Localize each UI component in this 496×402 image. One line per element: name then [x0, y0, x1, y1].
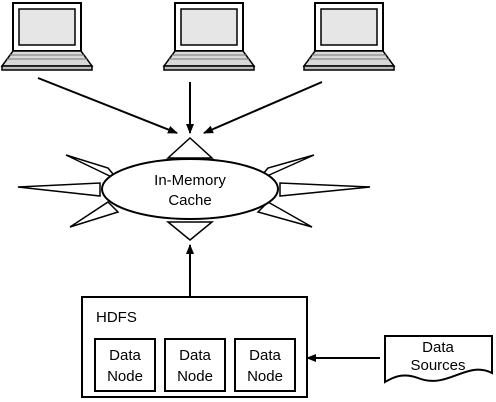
- arrow-laptop3-to-cache: [203, 81, 323, 134]
- cache-label-line2: Cache: [168, 192, 211, 209]
- data-node-label-line2: Node: [247, 368, 283, 385]
- data-node: [164, 338, 226, 392]
- data-node-label-line2: Node: [107, 368, 143, 385]
- laptop-icon: [0, 2, 94, 71]
- hdfs-label: HDFS: [96, 309, 137, 326]
- data-node-label-line1: Data: [109, 347, 141, 364]
- laptop-icon: [302, 2, 396, 71]
- data-node-label-line1: Data: [179, 347, 211, 364]
- data-node: [94, 338, 156, 392]
- data-sources-label-line1: Data: [422, 339, 454, 356]
- arrow-laptop1-to-cache: [37, 77, 178, 134]
- in-memory-cache: [101, 158, 279, 220]
- cache-starburst: [17, 136, 371, 241]
- data-node-label-line1: Data: [249, 347, 281, 364]
- data-sources-document: [384, 335, 493, 384]
- laptop-icon: [162, 2, 256, 71]
- data-sources-label-line2: Sources: [410, 357, 465, 374]
- data-node-label-line2: Node: [177, 368, 213, 385]
- cache-label-line1: In-Memory: [154, 172, 226, 189]
- data-node: [234, 338, 296, 392]
